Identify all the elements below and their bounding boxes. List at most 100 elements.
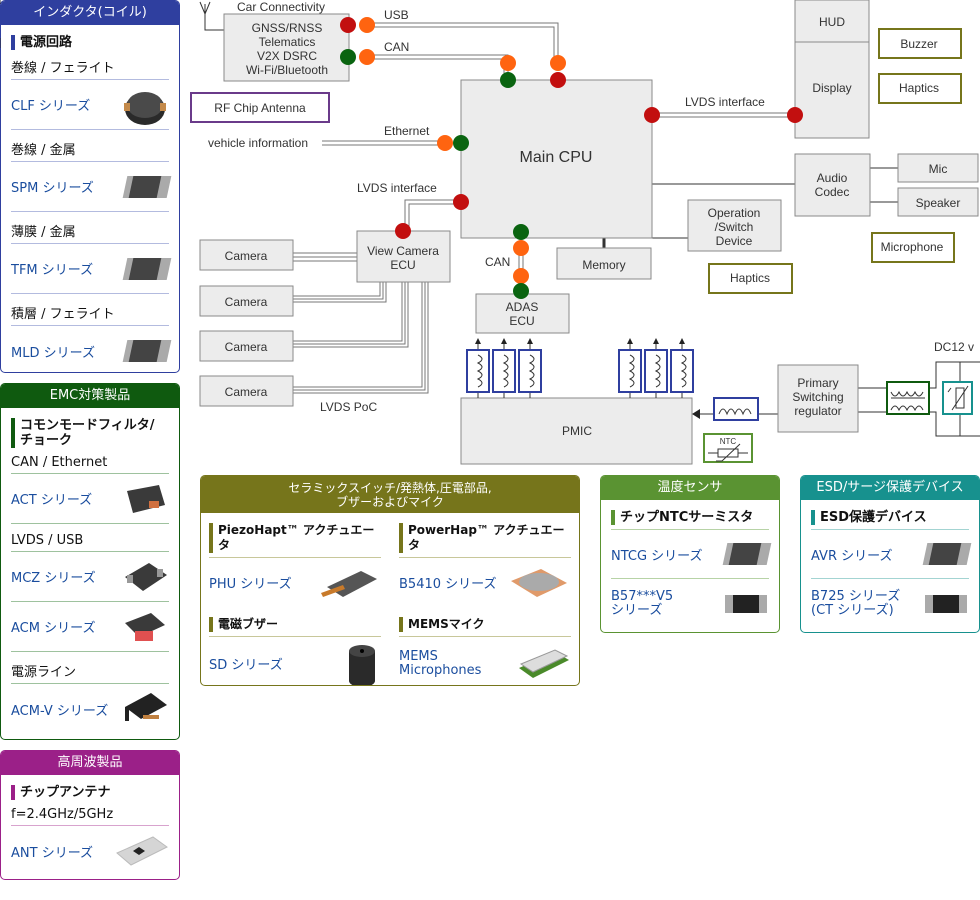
adas-ecu-box [475,293,570,334]
product-item-spm[interactable]: SPM シリーズ [11,162,172,212]
category-piezohapt: PiezoHapt™ アクチュエータ [209,523,381,553]
product-item-avr[interactable]: AVR シリーズ [811,529,972,579]
tfm-series-link[interactable]: TFM シリーズ [11,263,94,278]
ntc-symbol-icon [708,443,748,462]
sd-series-link[interactable]: SD シリーズ [209,658,283,673]
red-connector-dot [787,107,803,123]
vehicle-information-label: vehicle information [208,136,308,150]
power-inductor-icon [124,91,166,125]
phu-series-link[interactable]: PHU シリーズ [209,577,292,592]
usb-label: USB [384,8,409,22]
green-connector-dot [513,224,529,240]
product-item-phu[interactable]: PHU シリーズ [209,557,381,607]
common-mode-filter-icon [125,612,165,641]
svg-text:/Switch: /Switch [715,220,754,234]
memory-box [556,247,652,280]
category-chip-antenna: チップアンテナ [11,785,179,800]
product-item-b5410[interactable]: B5410 シリーズ [399,557,571,607]
product-item-mld[interactable]: MLD シリーズ [11,326,172,372]
ceramic-panel-title: セラミックスイッチ/発熱体,圧電部品, ブザーおよびマイク [201,476,579,513]
mic-label: Mic [929,162,948,176]
chip-antenna-icon [116,836,168,866]
category-esd-protection: ESD保護デバイス [811,510,979,525]
product-item-ntcg[interactable]: NTCG シリーズ [611,529,772,579]
rf-panel-title: 高周波製品 [1,751,179,775]
avr-series-link[interactable]: AVR シリーズ [811,548,893,564]
product-item-act[interactable]: ACT シリーズ [11,474,169,524]
camera-label: Camera [225,249,268,263]
category-buzzer: 電磁ブザー [209,617,381,632]
dc-input-lines [858,361,980,437]
subcategory-label: f=2.4GHz/5GHz [11,804,169,826]
pmic-label: PMIC [562,424,592,438]
mld-series-link[interactable]: MLD シリーズ [11,345,95,361]
product-item-ant[interactable]: ANT シリーズ [11,826,169,876]
orange-connector-dot [513,240,529,256]
inductor-panel-title: インダクタ(コイル) [1,1,179,25]
inductor-panel: インダクタ(コイル) 電源回路 巻線 / フェライト CLF シリーズ 巻線 /… [0,0,180,373]
haptics-mid-box [708,263,793,294]
pmic-output-inductor [644,338,668,398]
svg-text:Wi-Fi/Bluetooth: Wi-Fi/Bluetooth [246,63,328,77]
clf-series-link[interactable]: CLF シリーズ [11,99,91,114]
haptics-top-box [878,73,962,104]
b725-series-link[interactable]: B725 シリーズ(CT シリーズ) [811,589,901,618]
product-item-acm[interactable]: ACM シリーズ [11,602,169,652]
can-top-line [372,54,509,73]
audio-codec-box [794,153,871,217]
product-item-sd[interactable]: SD シリーズ [209,636,381,685]
camera-box [199,375,294,407]
svg-text:Operation: Operation [708,206,761,220]
subcategory-label: 電源ライン [11,658,169,684]
orange-connector-dot [359,17,375,33]
mic-box [897,153,979,183]
esd-panel: ESD/サージ保護デバイス ESD保護デバイス AVR シリーズ B725 シリ… [800,475,980,633]
spm-series-link[interactable]: SPM シリーズ [11,181,94,196]
product-item-b725[interactable]: B725 シリーズ(CT シリーズ) [811,579,969,629]
camera3-line [293,282,409,348]
product-item-clf[interactable]: CLF シリーズ [11,80,169,130]
svg-text:ADAS: ADAS [506,300,539,314]
acm-v-series-link[interactable]: ACM-V シリーズ [11,703,109,719]
subcategory-label: 巻線 / フェライト [11,54,169,80]
powerhap-icon [511,568,567,597]
act-series-link[interactable]: ACT シリーズ [11,493,93,508]
product-item-acm-v[interactable]: ACM-V シリーズ [11,684,169,734]
green-connector-dot [340,49,356,65]
ethernet-label: Ethernet [384,124,430,138]
category-powerhap: PowerHap™ アクチュエータ [399,523,571,553]
green-connector-dot [500,72,516,88]
emc-panel: EMC対策製品 コモンモードフィルタ/チョーク CAN / Ethernet A… [0,383,180,740]
camera-box [199,285,294,317]
can-adas-label: CAN [485,255,510,269]
temp-sensor-panel-title: 温度センサ [601,476,779,500]
hud-label: HUD [819,15,845,29]
camera-label: Camera [225,340,268,354]
product-item-mcz[interactable]: MCZ シリーズ [11,552,169,602]
buzzer-label: Buzzer [900,37,937,51]
can-top-label: CAN [384,40,409,54]
ceramic-panel: セラミックスイッチ/発熱体,圧電部品, ブザーおよびマイク PiezoHapt™… [200,475,580,686]
operation-switch-box [687,199,782,252]
orange-connector-dot [437,135,453,151]
svg-text:Telematics: Telematics [259,35,316,49]
ntcg-series-link[interactable]: NTCG シリーズ [611,548,703,564]
acm-series-link[interactable]: ACM シリーズ [11,621,96,636]
usb-line [372,22,559,64]
mcz-series-link[interactable]: MCZ シリーズ [11,571,96,586]
b5410-series-link[interactable]: B5410 シリーズ [399,577,497,592]
buzzer-box [878,28,962,59]
rf-chip-antenna-box [190,92,330,123]
subcategory-label: CAN / Ethernet [11,452,169,474]
svg-text:View Camera: View Camera [367,244,439,258]
svg-text:Switching: Switching [792,390,843,404]
product-item-tfm[interactable]: TFM シリーズ [11,244,172,294]
ant-series-link[interactable]: ANT シリーズ [11,845,94,861]
block-diagram: Car Connectivity GNSS/RNSS Telematics V2… [0,0,980,465]
red-connector-dot [550,72,566,88]
esd-panel-title: ESD/サージ保護デバイス [801,476,979,500]
